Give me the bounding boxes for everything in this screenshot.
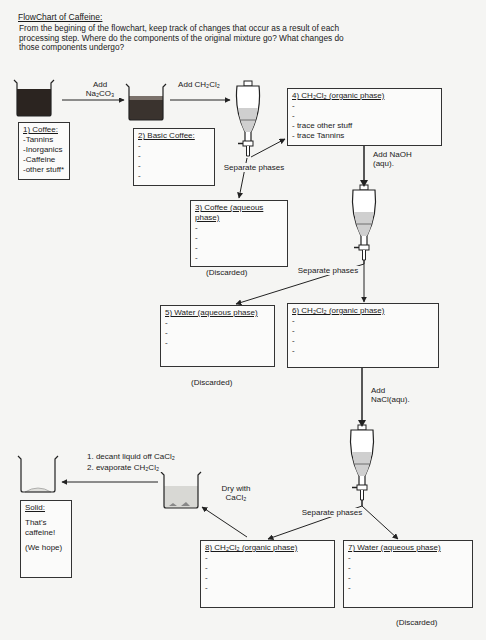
- box-line: -: [292, 101, 437, 111]
- step-label: Dry with CaCl₂: [212, 484, 260, 502]
- beaker: [14, 80, 54, 116]
- box-heading: 3) Coffee (aqueous phase): [195, 203, 283, 223]
- phase-box: 3) Coffee (aqueous phase)----: [190, 200, 288, 267]
- title: FlowChart of Caffeine:: [18, 12, 102, 22]
- box-heading: 7) Water (aqueous phase): [348, 543, 468, 553]
- box-heading: 2) Basic Coffee:: [138, 131, 210, 141]
- box-heading: 1) Coffee:: [23, 125, 65, 135]
- box-line: -: [165, 328, 270, 338]
- box-line: -: [205, 563, 330, 573]
- step-label: (Discarded): [395, 618, 457, 627]
- box-line: (We hope): [25, 543, 67, 553]
- box-line: -: [138, 141, 210, 151]
- box-heading: Solid:: [25, 503, 67, 513]
- separatory-funnel: [352, 185, 375, 260]
- separatory-funnel: [236, 81, 259, 156]
- flow-arrow: [170, 100, 230, 101]
- step-label: Add Na₂CO₃: [78, 80, 122, 98]
- box-line: -: [165, 318, 270, 328]
- box-line: -: [292, 111, 437, 121]
- box-heading: 4) CH₂Cl₂ (organic phase): [292, 91, 437, 101]
- box-line: -: [348, 573, 468, 583]
- box-line: - trace other stuff: [292, 121, 437, 131]
- beaker: [18, 456, 58, 492]
- step-label: Add NaCl(aqu).: [370, 386, 422, 404]
- result-box: Solid: That's caffeine! (We hope): [20, 500, 72, 578]
- box-line: -Inorganics: [23, 145, 65, 155]
- box-line: -: [195, 243, 283, 253]
- box-line: -: [292, 326, 434, 336]
- box-line: -: [195, 233, 283, 243]
- instructions: From the begining of the flowchart, keep…: [18, 24, 350, 53]
- box-line: -: [195, 223, 283, 233]
- step-label: 2. evaporate CH₂Cl₂: [86, 463, 198, 472]
- separatory-funnel: [350, 425, 373, 500]
- box-line: -: [138, 151, 210, 161]
- box-line: -: [205, 573, 330, 583]
- step-label: Separate phases: [300, 508, 364, 517]
- box-heading: 8) CH₂Cl₂ (organic phase): [205, 543, 330, 553]
- arrowhead: [360, 180, 368, 187]
- box-line: -Caffeine: [23, 155, 65, 165]
- box-heading: 6) CH₂Cl₂ (organic phase): [292, 306, 434, 316]
- box-line: -: [292, 336, 434, 346]
- phase-box: 1) Coffee:-Tannins-Inorganics-Caffeine-o…: [18, 122, 70, 180]
- box-line: -: [138, 161, 210, 171]
- box-line: -Tannins: [23, 135, 65, 145]
- step-label: Separate phases: [222, 163, 286, 172]
- flow-arrow: [62, 482, 158, 483]
- box-line: -: [292, 316, 434, 326]
- box-line: -: [195, 253, 283, 263]
- phase-box: 8) CH₂Cl₂ (organic phase)----: [200, 540, 335, 608]
- flow-arrow: [251, 139, 285, 157]
- box-line: -: [292, 346, 434, 356]
- box-line: -: [348, 563, 468, 573]
- box-line: -: [205, 583, 330, 593]
- phase-box: 7) Water (aqueous phase)----: [343, 540, 473, 608]
- box-line: -: [138, 171, 210, 181]
- box-line: - trace Tannins: [292, 131, 437, 141]
- box-line: That's caffeine!: [25, 518, 67, 538]
- box-line: -other stuff*: [23, 165, 65, 175]
- flow-arrow: [62, 100, 124, 101]
- box-line: -: [348, 583, 468, 593]
- box-line: -: [165, 338, 270, 348]
- phase-box: 5) Water (aqueous phase)---: [160, 305, 275, 367]
- box-heading: 5) Water (aqueous phase): [165, 308, 270, 318]
- step-label: 1. decant liquid off CaCl₂: [86, 452, 198, 461]
- step-label: Separate phases: [296, 266, 360, 275]
- arrowhead: [358, 420, 366, 427]
- beaker: [161, 472, 201, 508]
- step-label: Add CH₂Cl₂: [176, 80, 222, 89]
- beaker: [126, 84, 166, 120]
- step-label: Add NaOH (aqu).: [372, 150, 424, 168]
- phase-box: 6) CH₂Cl₂ (organic phase)----: [287, 303, 439, 368]
- phase-box: 2) Basic Coffee:----: [133, 128, 215, 186]
- flow-arrow: [202, 507, 247, 537]
- step-label: (Discarded): [190, 378, 252, 387]
- box-line: -: [348, 553, 468, 563]
- box-line: -: [205, 553, 330, 563]
- step-label: (Discarded): [205, 268, 267, 277]
- phase-box: 4) CH₂Cl₂ (organic phase)--- trace other…: [287, 88, 442, 146]
